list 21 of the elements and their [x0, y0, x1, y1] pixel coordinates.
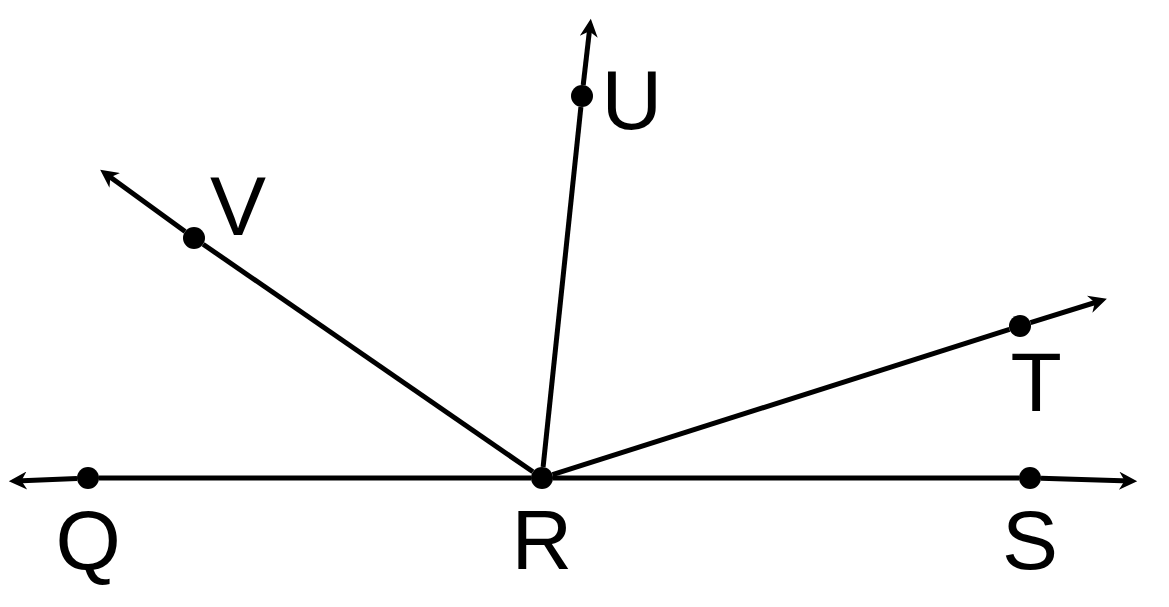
- arrow: [1029, 295, 1107, 326]
- point-dot: [1019, 467, 1041, 489]
- point-label: S: [1002, 498, 1059, 582]
- point-label: V: [210, 164, 267, 248]
- point-label: R: [511, 498, 573, 582]
- point-dot: [531, 467, 553, 489]
- point-label: T: [1010, 340, 1062, 424]
- point-dot: [1009, 315, 1031, 337]
- line-segment: [553, 475, 1019, 481]
- point-dot: [183, 227, 205, 249]
- line-segment: [540, 106, 584, 468]
- arrow: [8, 471, 78, 490]
- arrow: [1040, 471, 1138, 490]
- line-segment: [551, 326, 1011, 478]
- line-segment: [201, 242, 535, 474]
- arrow: [579, 18, 598, 86]
- point-dot: [77, 467, 99, 489]
- arrow: [100, 169, 187, 234]
- line-segment: [99, 475, 531, 481]
- point-label: U: [601, 58, 663, 142]
- point-dot: [571, 85, 593, 107]
